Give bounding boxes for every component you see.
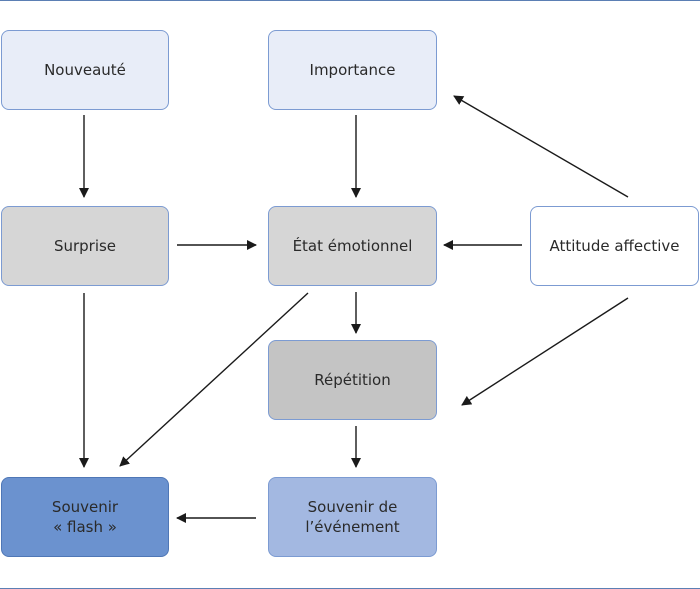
node-nouveaute-label: Nouveauté <box>44 60 126 79</box>
node-souvenir-evenement: Souvenir de l’événement <box>268 477 437 557</box>
node-attitude-affective-label: Attitude affective <box>549 236 680 255</box>
node-importance: Importance <box>268 30 437 110</box>
arrow-attitude-to-repetition <box>461 297 629 406</box>
node-surprise: Surprise <box>1 206 169 286</box>
node-attitude-affective: Attitude affective <box>530 206 699 286</box>
node-etat-emotionnel-label: État émotionnel <box>292 236 413 255</box>
node-souvenir-flash-label: Souvenir « flash » <box>51 497 119 536</box>
node-etat-emotionnel: État émotionnel <box>268 206 437 286</box>
node-souvenir-flash: Souvenir « flash » <box>1 477 169 557</box>
node-souvenir-evenement-label: Souvenir de l’événement <box>305 497 400 536</box>
node-repetition: Répétition <box>268 340 437 420</box>
node-importance-label: Importance <box>309 60 396 79</box>
node-nouveaute: Nouveauté <box>1 30 169 110</box>
node-surprise-label: Surprise <box>53 236 117 255</box>
arrow-etat-emotionnel-to-souvenir-flash <box>119 292 309 467</box>
arrow-attitude-to-importance <box>453 95 629 198</box>
node-repetition-label: Répétition <box>314 370 391 389</box>
